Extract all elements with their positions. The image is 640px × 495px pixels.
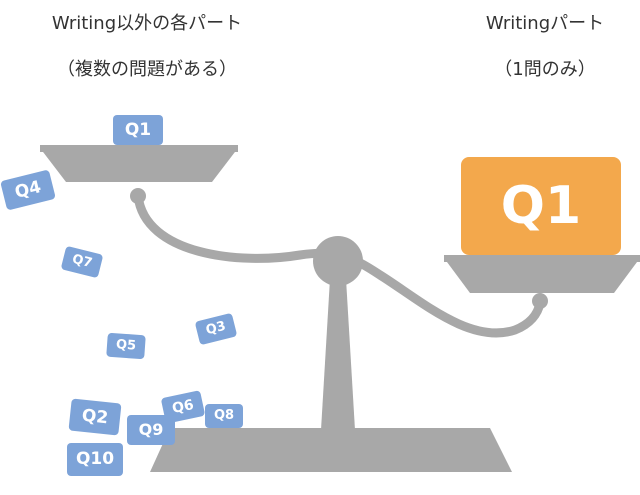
tile-q10: Q10 [67, 443, 123, 476]
tile-q8: Q8 [205, 404, 243, 428]
tile-q5: Q5 [106, 332, 146, 360]
right-caption-title: Writingパート [485, 13, 605, 34]
scale-beam [133, 191, 545, 338]
tile-q1: Q1 [113, 115, 163, 145]
tile-q9: Q9 [127, 415, 175, 445]
left-pan-rim [40, 145, 238, 152]
right-pan [444, 258, 640, 293]
right-pan-tile-q1: Q1 [461, 157, 621, 255]
right-pan-rim [444, 255, 640, 262]
right-caption-subtitle: （1問のみ） [494, 59, 596, 80]
scale-pillar [321, 262, 355, 430]
scale-pivot [313, 236, 363, 286]
right-pan-knob [532, 293, 548, 309]
left-pan [40, 148, 238, 182]
left-caption-subtitle: （複数の問題がある） [57, 59, 237, 80]
left-caption-title: Writing以外の各パート [51, 13, 243, 34]
scale-base [150, 428, 512, 472]
tile-q2: Q2 [68, 398, 122, 436]
left-pan-knob [130, 188, 146, 204]
